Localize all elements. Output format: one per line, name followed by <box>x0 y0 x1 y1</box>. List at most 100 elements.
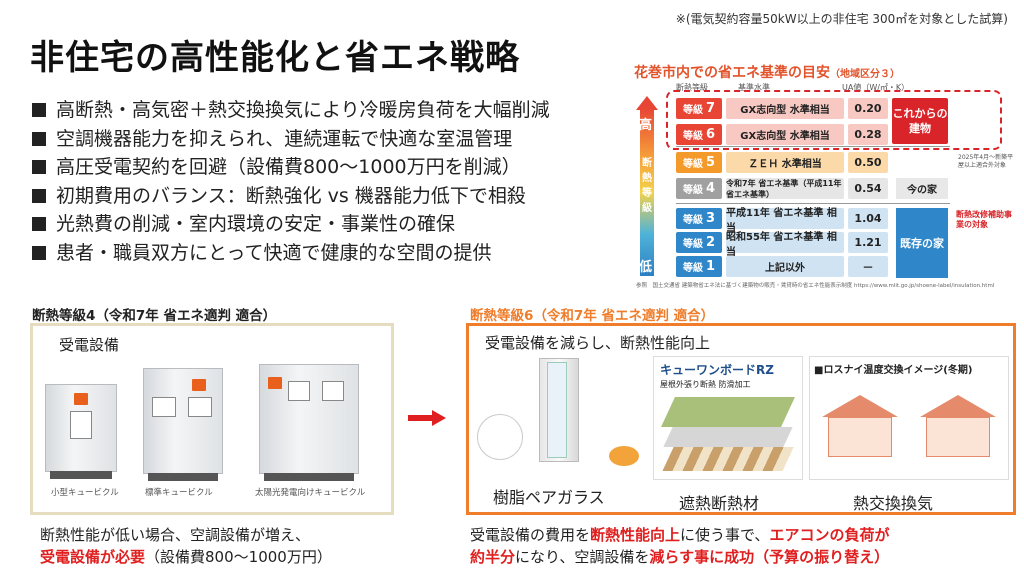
resin-pair-glass-image <box>477 356 647 468</box>
high-label: 高 <box>639 118 653 133</box>
low-label: 低 <box>639 260 653 275</box>
square-bullet-icon <box>32 160 46 174</box>
base <box>148 473 218 481</box>
base <box>50 471 112 479</box>
window <box>70 411 92 439</box>
window <box>288 381 310 401</box>
bullet-item: 高断熱・高気密＋熱交換換気により冷暖房負荷を大幅削減 <box>32 96 622 125</box>
standard-cell: 平成11年 省エネ基準 相当 <box>726 208 844 234</box>
image-caption: 太陽光発電向けキュービクル <box>255 488 366 498</box>
window <box>322 381 344 401</box>
square-bullet-icon <box>32 103 46 117</box>
brand-name: キューワンボードRZ <box>660 363 774 377</box>
standard-cell: GX志向型 水準相当 <box>726 124 844 145</box>
bullet-text: 空調機器能力を抑えられ、連続運転で快適な室温管理 <box>56 127 513 150</box>
square-bullet-icon <box>32 188 46 203</box>
right-footer: 受電設備の費用を断熱性能向上に使う事で、エアコンの負荷が 約半分になり、空調設備… <box>470 524 889 568</box>
image-caption: 熱交換換気 <box>853 494 934 513</box>
insulation-grade-table: 花巻市内での省エネ基準の目安（地域区分３） 断熱等級 基準水準 UA値（W/㎡・… <box>628 58 1020 294</box>
source-note: 参照 国土交通省 建築物省エネ法に基づく建築物の販売・賃貸時の省エネ性能表示制度… <box>636 283 995 289</box>
box-heading: 受電設備を減らし、断熱性能向上 <box>485 334 711 352</box>
grade6-label: 断熱等級6（令和7年 省エネ適判 適合） <box>470 308 715 324</box>
table-title: 花巻市内での省エネ基準の目安（地域区分３） <box>634 65 900 81</box>
base <box>264 473 354 481</box>
ua-value-cell: 0.20 <box>848 98 888 119</box>
footer-line: 約半分になり、空調設備を減らす事に成功（予算の振り替え） <box>470 548 890 566</box>
grade4-label: 断熱等級4（令和7年 省エネ適判 適合） <box>32 308 277 324</box>
square-bullet-icon <box>32 245 46 260</box>
window <box>188 397 212 417</box>
gradient-bar <box>640 108 654 276</box>
logo-icon <box>192 379 206 391</box>
side-note: 2025年4月～新築平屋以上適合外対象 <box>958 154 1014 169</box>
small-cubicle-image <box>45 384 117 479</box>
ua-value-cell: － <box>848 256 888 277</box>
heat-exchange-image: ■ロスナイ温度交換イメージ(冬期) <box>809 356 1009 480</box>
bullet-text: 高断熱・高気密＋熱交換換気により冷暖房負荷を大幅削減 <box>56 99 550 121</box>
standard-cell: ＺＥＨ 水準相当 <box>726 152 844 173</box>
footer-line: 断熱性能が低い場合、空調設備が増え、 <box>40 526 311 544</box>
column-header-ua: UA値（W/㎡・K） <box>842 83 910 92</box>
column-header-grade: 断熱等級 <box>676 83 708 92</box>
insulation-board-image: キューワンボードRZ 屋根外張り断熱 防滑加工 <box>653 356 803 480</box>
bullet-item: 空調機器能力を抑えられ、連続運転で快適な室温管理 <box>32 125 622 154</box>
bullet-item: 光熱費の削減・室内環境の安定・事業性の確保 <box>32 210 622 239</box>
ua-value-cell: 0.28 <box>848 124 888 145</box>
current-house-badge: 今の家 <box>896 178 948 199</box>
grade-arrow: 高 断熱等級 低 <box>636 96 658 276</box>
left-footer: 断熱性能が低い場合、空調設備が増え、 受電設備が必要（設備費800～1000万円… <box>40 524 332 568</box>
bullet-text: 光熱費の削減・室内環境の安定・事業性の確保 <box>56 213 456 235</box>
standard-cell: 昭和55年 省エネ基準 相当 <box>726 232 844 258</box>
standard-cell: GX志向型 水準相当 <box>726 98 844 119</box>
grade4-box: 受電設備 小型キュービクル 標準キュービクル 太陽光発電向けキュービクル <box>30 323 394 515</box>
window <box>152 397 176 417</box>
ua-value-cell: 0.54 <box>848 178 888 199</box>
right-arrow-icon <box>408 410 448 426</box>
ua-value-cell: 1.04 <box>848 208 888 229</box>
bullet-list: 高断熱・高気密＋熱交換換気により冷暖房負荷を大幅削減 空調機器能力を抑えられ、連… <box>32 96 622 267</box>
bullet-text: 患者・職員双方にとって快適で健康的な空間の提供 <box>56 241 492 264</box>
bullet-item: 患者・職員双方にとって快適で健康的な空間の提供 <box>32 239 622 268</box>
arrow-up-icon <box>636 96 658 110</box>
image-caption: 標準キュービクル <box>145 488 213 498</box>
footer-line: 受電設備が必要（設備費800～1000万円） <box>40 548 332 566</box>
divider <box>676 146 950 147</box>
logo-icon <box>74 393 88 405</box>
ua-value-cell: 1.21 <box>848 232 888 253</box>
solar-cubicle-image <box>259 364 359 481</box>
image-caption: 遮熱断熱材 <box>679 494 760 513</box>
divider <box>676 203 950 204</box>
footer-line: 受電設備の費用を断熱性能向上に使う事で、エアコンの負荷が <box>470 526 890 544</box>
square-bullet-icon <box>32 217 46 231</box>
box-heading: 受電設備 <box>59 336 120 354</box>
brand-subtitle: 屋根外張り断熱 防滑加工 <box>660 380 751 389</box>
subsidy-note: 断熱改修補助事業の対象 <box>956 210 1012 229</box>
ua-value-cell: 0.50 <box>848 152 888 173</box>
vertical-label: 断熱等級 <box>642 158 652 214</box>
future-highlight <box>666 90 1002 150</box>
square-bullet-icon <box>32 131 46 146</box>
standard-cell: 上記以外 <box>726 256 844 277</box>
standard-cubicle-image <box>143 368 223 481</box>
assumption-note: ※(電気契約容量50kW以上の非住宅 300㎡を対象とした試算) <box>675 12 1008 26</box>
grade6-box: 受電設備を減らし、断熱性能向上 樹脂ペアガラス キューワンボードRZ 屋根外張り… <box>466 323 1016 515</box>
bullet-item: 初期費用のバランス：断熱強化 vs 機器能力低下で相殺 <box>32 182 622 211</box>
bullet-text: 高圧受電契約を回避（設備費800～1000万円を削減） <box>56 156 521 178</box>
existing-house-badge: 既存の家 <box>896 208 948 278</box>
page-title: 非住宅の高性能化と省エネ戦略 <box>30 38 520 78</box>
standard-cell: 令和7年 省エネ基準（平成11年 省エネ基準） <box>726 178 844 199</box>
future-building-badge: これからの建物 <box>892 98 948 144</box>
vent-title: ■ロスナイ温度交換イメージ(冬期) <box>814 365 973 376</box>
bullet-text: 初期費用のバランス：断熱強化 vs 機器能力低下で相殺 <box>56 184 526 207</box>
column-header-standard: 基準水準 <box>738 83 770 92</box>
bullet-item: 高圧受電契約を回避（設備費800～1000万円を削減） <box>32 153 622 182</box>
image-caption: 樹脂ペアガラス <box>493 488 605 507</box>
image-caption: 小型キュービクル <box>51 488 119 498</box>
logo-icon <box>268 377 282 389</box>
